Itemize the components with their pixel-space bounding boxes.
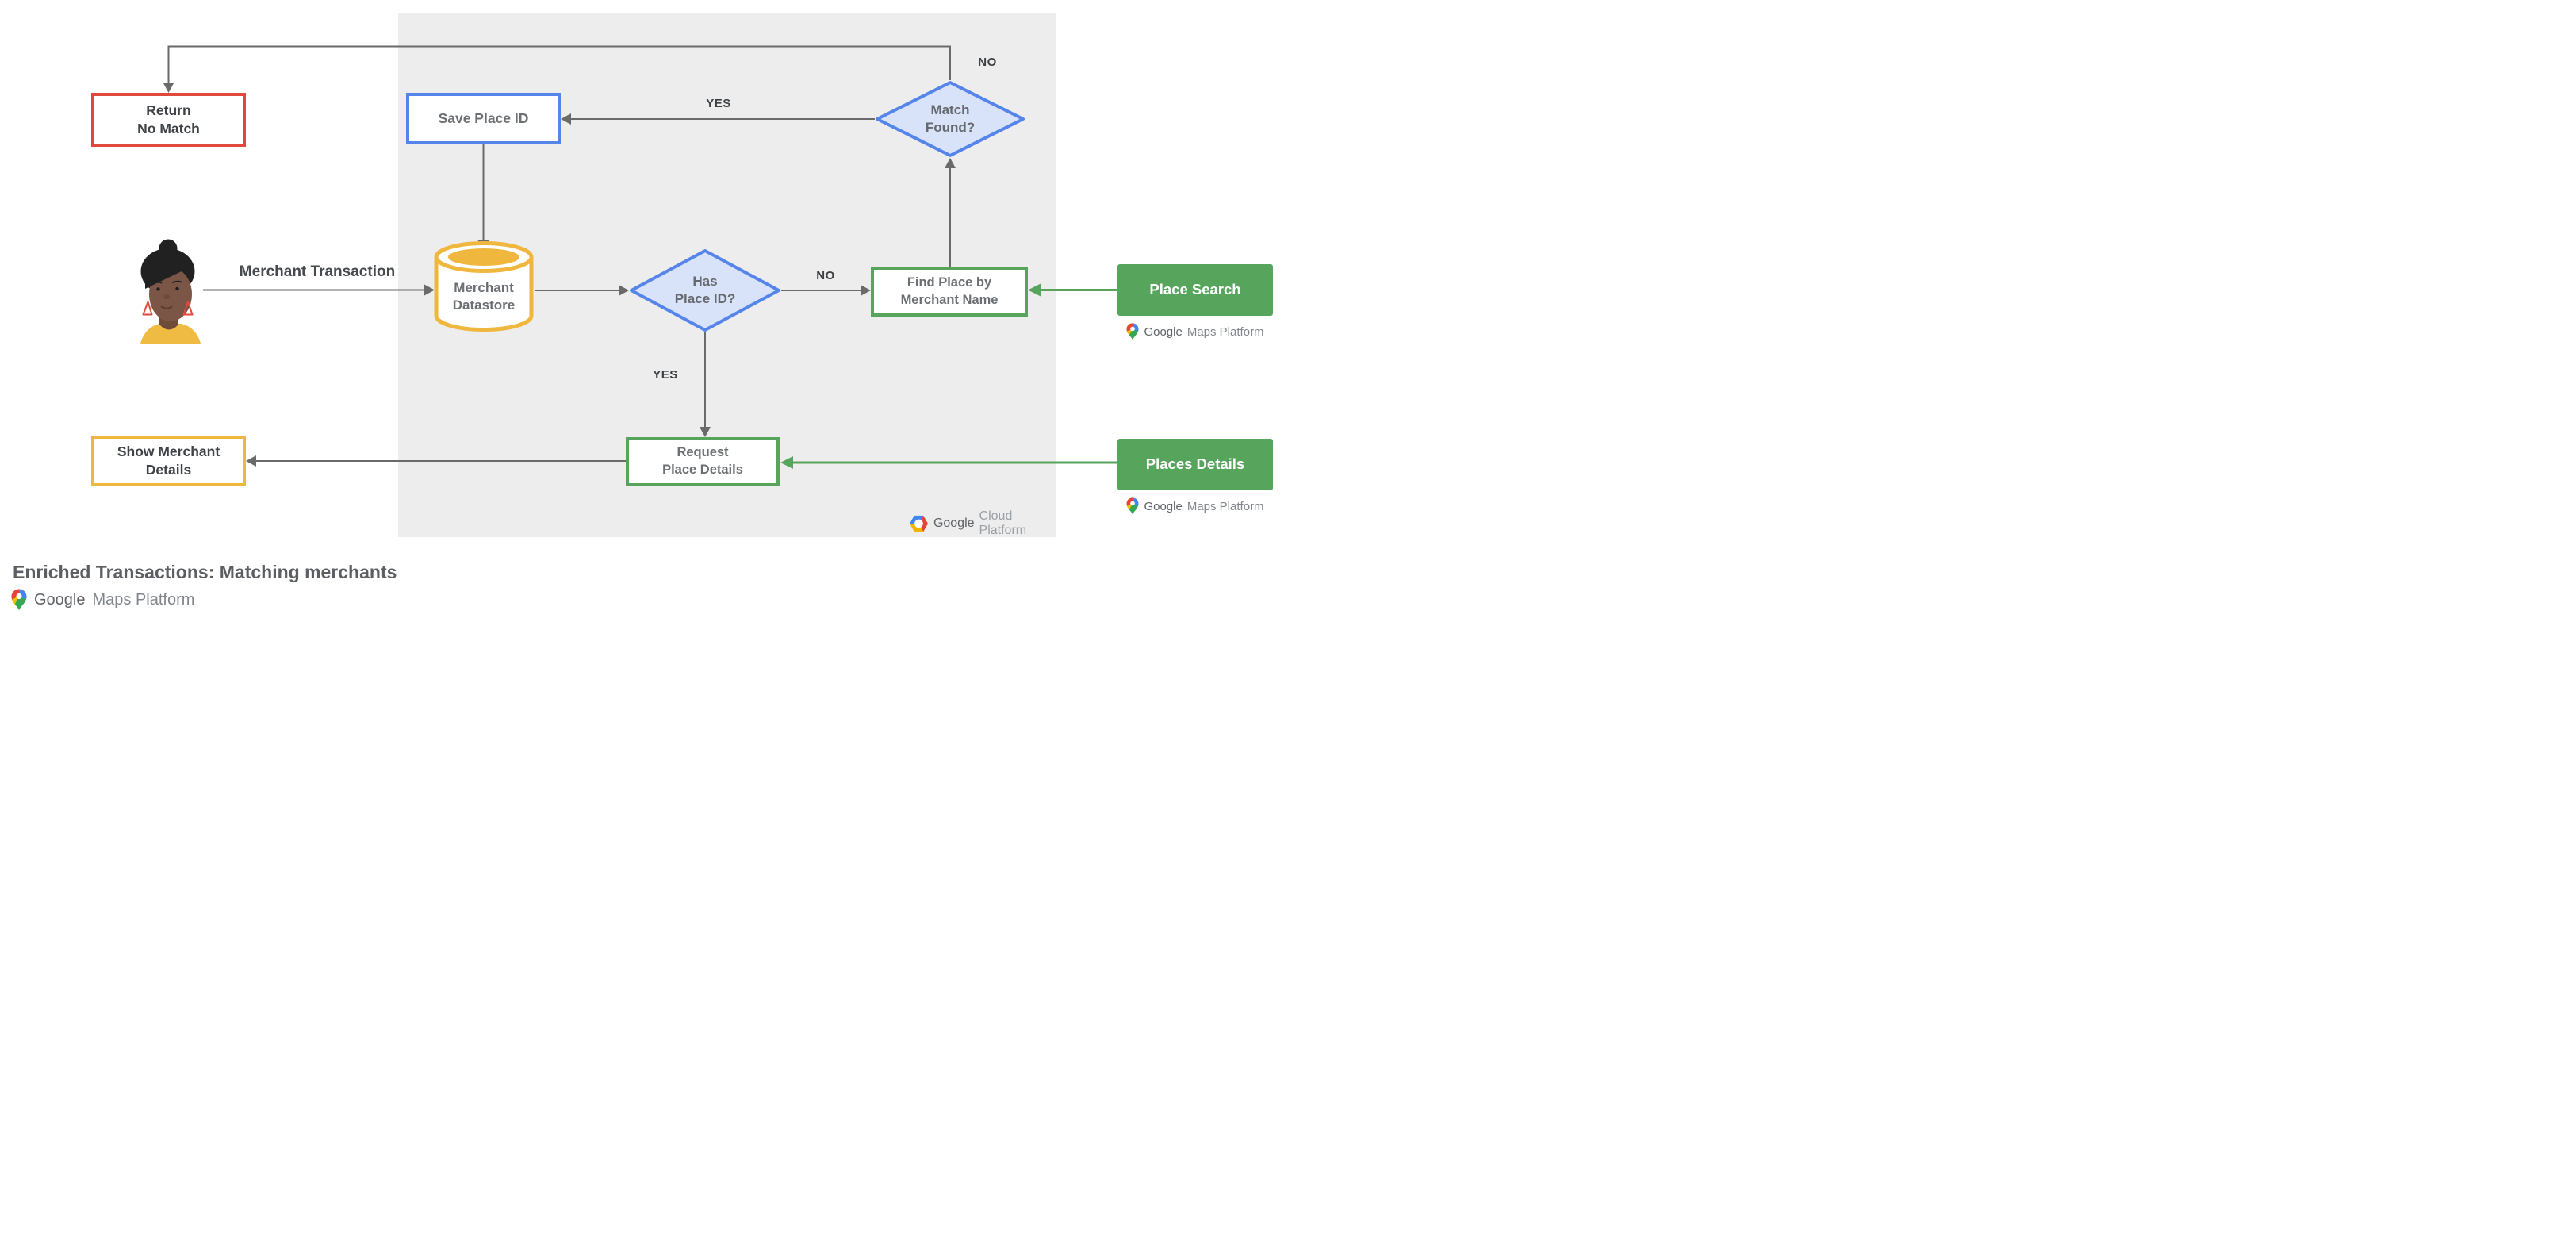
google-cloud-platform-logo: Google Cloud Platform xyxy=(909,509,1060,538)
edge-label-yes-top: YES xyxy=(706,97,731,110)
edge-label-merchant-transaction: Merchant Transaction xyxy=(239,263,396,280)
logo-text-product: Maps Platform xyxy=(1186,499,1264,513)
node-save-place-id: Save Place ID xyxy=(406,93,561,144)
node-merchant-datastore-cylinder xyxy=(434,241,534,332)
diagram-title: Enriched Transactions: Matching merchant… xyxy=(13,562,397,582)
user-avatar xyxy=(140,239,201,344)
google-maps-platform-logo-footer: Google Maps Platform xyxy=(11,589,194,611)
flowchart-canvas: Return No Match Save Place ID Match Foun… xyxy=(0,0,1288,626)
node-find-place-by-merchant-name: Find Place by Merchant Name xyxy=(871,267,1028,317)
node-return-no-match: Return No Match xyxy=(91,93,246,147)
edge-label-no-mid: NO xyxy=(816,269,835,282)
maps-pin-icon xyxy=(1126,497,1139,515)
node-show-merchant-details: Show Merchant Details xyxy=(91,436,246,486)
logo-text-google: Google xyxy=(1144,325,1183,339)
cloud-hexagon-icon xyxy=(909,515,928,532)
node-places-details-api: Places Details xyxy=(1117,439,1273,490)
node-place-search-api: Place Search xyxy=(1117,264,1273,316)
edge-label-no-top: NO xyxy=(978,56,997,69)
arrowhead-return xyxy=(163,83,174,93)
logo-text-google: Google xyxy=(34,590,86,609)
maps-pin-icon xyxy=(1126,323,1139,340)
node-has-place-id-diamond xyxy=(630,249,780,332)
maps-pin-icon xyxy=(11,589,27,611)
logo-text-product: Maps Platform xyxy=(92,590,195,609)
logo-text-google: Google xyxy=(1144,499,1183,513)
logo-text-google: Google xyxy=(933,517,975,530)
node-match-found-diamond xyxy=(876,81,1025,157)
logo-text-product: Maps Platform xyxy=(1186,325,1264,339)
logo-text-product: Cloud Platform xyxy=(979,509,1027,537)
edge-label-yes-mid: YES xyxy=(653,368,678,382)
arrowhead-show-right xyxy=(246,455,256,467)
node-request-place-details: Request Place Details xyxy=(626,437,780,486)
